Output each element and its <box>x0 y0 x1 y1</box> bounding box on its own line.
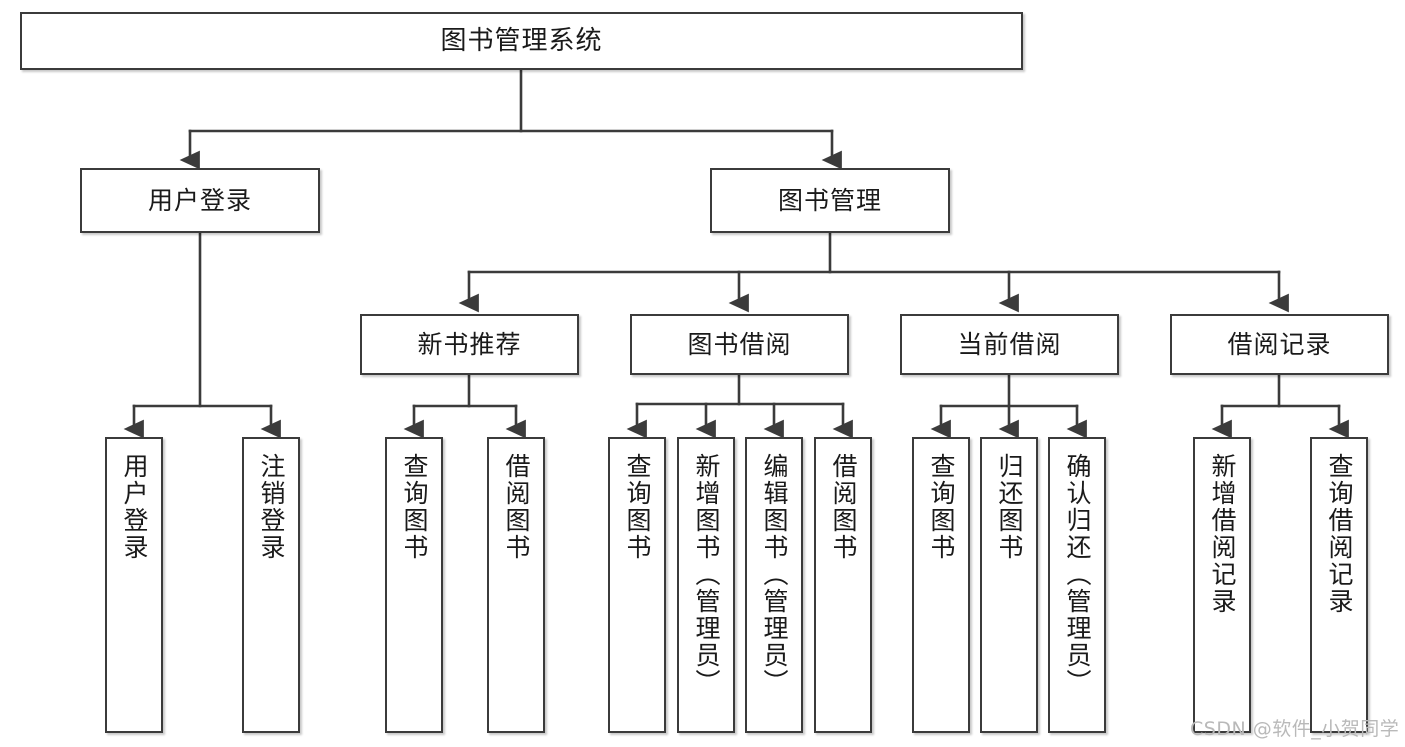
node-label: 查询图书 <box>400 453 429 561</box>
node-book-borrow[interactable]: 图书借阅 <box>630 314 849 375</box>
node-label: 注销登录 <box>257 453 286 561</box>
node-label: 新增图书（管理员） <box>692 453 721 696</box>
node-label: 查询图书 <box>623 453 652 561</box>
node-new-book-recommend[interactable]: 新书推荐 <box>360 314 579 375</box>
node-leaf-query-book-current[interactable]: 查询图书 <box>912 437 970 733</box>
node-label: 新书推荐 <box>417 329 522 359</box>
node-borrow-record[interactable]: 借阅记录 <box>1170 314 1389 375</box>
node-label: 用户登录 <box>120 453 149 561</box>
node-label: 借阅记录 <box>1227 329 1332 359</box>
node-leaf-borrow-book[interactable]: 借阅图书 <box>814 437 872 733</box>
node-user-login[interactable]: 用户登录 <box>80 168 320 233</box>
node-label: 新增借阅记录 <box>1208 453 1237 615</box>
node-leaf-logout[interactable]: 注销登录 <box>242 437 300 733</box>
node-label: 借阅图书 <box>829 453 858 561</box>
node-label: 用户登录 <box>147 185 252 215</box>
node-label: 图书借阅 <box>687 329 792 359</box>
node-leaf-query-borrow-record[interactable]: 查询借阅记录 <box>1310 437 1368 733</box>
node-label: 确认归还（管理员） <box>1063 453 1092 696</box>
node-leaf-add-book-admin[interactable]: 新增图书（管理员） <box>677 437 735 733</box>
node-book-management[interactable]: 图书管理 <box>710 168 950 233</box>
node-leaf-user-login[interactable]: 用户登录 <box>105 437 163 733</box>
node-label: 借阅图书 <box>502 453 531 561</box>
node-leaf-return-book[interactable]: 归还图书 <box>980 437 1038 733</box>
node-root-book-management-system[interactable]: 图书管理系统 <box>20 12 1023 70</box>
node-label: 归还图书 <box>995 453 1024 561</box>
node-label: 当前借阅 <box>957 329 1062 359</box>
node-leaf-confirm-return-admin[interactable]: 确认归还（管理员） <box>1048 437 1106 733</box>
node-current-borrow[interactable]: 当前借阅 <box>900 314 1119 375</box>
node-leaf-query-book-recommend[interactable]: 查询图书 <box>385 437 443 733</box>
node-leaf-borrow-book-recommend[interactable]: 借阅图书 <box>487 437 545 733</box>
node-label: 编辑图书（管理员） <box>760 453 789 696</box>
node-leaf-edit-book-admin[interactable]: 编辑图书（管理员） <box>745 437 803 733</box>
node-leaf-add-borrow-record[interactable]: 新增借阅记录 <box>1193 437 1251 733</box>
node-label: 查询图书 <box>927 453 956 561</box>
node-label: 图书管理 <box>777 185 882 215</box>
node-label: 查询借阅记录 <box>1325 453 1354 615</box>
node-label: 图书管理系统 <box>440 25 603 56</box>
node-leaf-query-book-borrow[interactable]: 查询图书 <box>608 437 666 733</box>
csdn-watermark: CSDN @软件_小贺同学 <box>1190 718 1400 740</box>
